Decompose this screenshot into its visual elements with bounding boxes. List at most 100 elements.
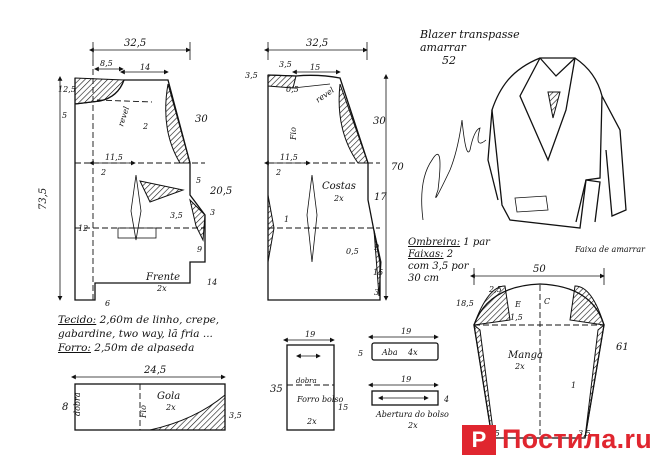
back-neck-05: 0,5: [286, 85, 299, 94]
front-mark-5: 5: [62, 111, 67, 120]
tie-caption: Faixa de amarrar: [574, 245, 646, 254]
pocket-opening-name: Abertura do bolso: [375, 410, 449, 419]
sleeve-qty: 2x: [514, 362, 525, 371]
tab-name: Aba: [381, 348, 398, 357]
ties-value: 2: [446, 249, 454, 260]
sleeve-name: Manga: [507, 350, 543, 361]
back-side-9: 9: [374, 243, 379, 252]
front-armhole-depth: 30: [195, 114, 208, 125]
collar-piece: 24,5 dobra Fio 8 3,5 Gola 2x: [62, 365, 242, 431]
ties-label: Faixas:: [408, 249, 444, 260]
front-dart-side: 3,5: [170, 211, 183, 220]
back-neck-small: 3,5: [279, 60, 292, 69]
fabric-text-2: gabardine, two way, lã fria ...: [58, 328, 213, 340]
ties-length: 30 cm: [408, 273, 439, 284]
back-armhole: 30: [373, 116, 386, 127]
back-neck: 3,5: [245, 71, 258, 80]
pocket-lining-fold: dobra: [296, 377, 317, 385]
front-shoulder: 14: [140, 63, 150, 72]
back-dart-05: 0,5: [346, 247, 359, 256]
pocket-opening-h: 4: [443, 395, 449, 404]
pocket-opening-piece: 19 4 Abertura do bolso 2x: [368, 375, 449, 430]
front-qty: 2x: [156, 284, 167, 293]
back-qty: 2x: [333, 194, 344, 203]
pocket-opening-width: 19: [401, 375, 411, 384]
front-bottom-m: 9: [197, 245, 202, 254]
pocket-lining-width: 19: [305, 330, 315, 339]
signature-mark: [421, 119, 487, 221]
back-dart-offset: 11,5: [280, 153, 298, 162]
back-dart-top: 2: [275, 168, 281, 177]
extras-notes: Ombreira: 1 par Faixas: 2 com 3,5 por 30…: [408, 237, 490, 285]
tab-height: 5: [358, 349, 363, 358]
front-bottom-14: 14: [207, 278, 217, 287]
back-shoulder: 15: [310, 63, 320, 72]
front-hem-6: 6: [105, 299, 110, 308]
lining-text: 2,50m de alpaseda: [94, 342, 195, 354]
watermark-logo: P: [461, 424, 496, 455]
back-piece: 32,5 3,5 3,5 15 0,5 revel Fio 30 70 11,5…: [245, 38, 404, 301]
pocket-opening-qty: 2x: [407, 421, 418, 430]
pocket-lining-qty: 2x: [306, 417, 317, 426]
fabric-text: 2,60m de linho, crepe,: [99, 314, 220, 326]
front-pocket-12: 12: [78, 224, 88, 233]
pattern-number: 52: [442, 54, 456, 67]
back-lapel-word: revel: [314, 85, 336, 104]
pocket-lining-piece: 19 dobra 35 15 Forro bolso 2x: [270, 330, 348, 431]
pocket-lining-h15: 15: [338, 403, 348, 412]
back-width-label: 32,5: [306, 38, 328, 49]
sleeve-width: 50: [533, 264, 546, 275]
front-name: Frente: [145, 272, 180, 283]
front-dart-top: 2: [100, 168, 106, 177]
back-side-1: 1: [284, 215, 289, 224]
front-side: 5: [196, 176, 201, 185]
front-dart-offset: 11,5: [105, 153, 123, 162]
collar-width: 24,5: [143, 365, 166, 376]
materials-notes: Tecido: 2,60m de linho, crepe, gabardine…: [58, 313, 308, 355]
ties-size: com 3,5 por: [408, 261, 469, 272]
back-side-15: 15: [373, 268, 383, 277]
pattern-subtitle: amarrar: [420, 41, 466, 54]
pattern-title: Blazer transpasse: [420, 28, 520, 41]
shoulder-label: Ombreira:: [408, 237, 461, 248]
back-fold-word: Fio: [289, 127, 298, 141]
collar-fold: Fio: [139, 405, 148, 419]
pocket-lining-name: Forro bolso: [296, 395, 344, 404]
lining-label: Forro:: [58, 342, 91, 354]
sleeve-length: 61: [616, 342, 629, 353]
tab-piece: 19 5 Aba 4x: [358, 327, 439, 361]
front-mark-2: 2: [142, 122, 148, 131]
sleeve-piece: 50 18,5 2,5 1,5 E C 61 1 3,5 3,5 Manga 2…: [456, 264, 629, 439]
sleeve-cap: 18,5: [456, 299, 474, 308]
front-neck-drop: 12,5: [58, 85, 76, 94]
back-side-3: 3: [374, 288, 379, 297]
collar-edge-word: dobra: [73, 392, 82, 416]
watermark-text: Постила.ru: [501, 424, 652, 454]
sleeve-side1: 1: [571, 381, 576, 390]
back-side-17: 17: [374, 192, 387, 203]
tab-width: 19: [401, 327, 411, 336]
front-piece: 32,5 8,5 14 revel 12,5 5 2 30 73,5 11,5 …: [38, 38, 232, 308]
front-lapel-word: revel: [116, 105, 131, 128]
back-name: Costas: [322, 181, 356, 192]
pattern-title-block: Blazer transpasse amarrar 52: [420, 28, 520, 67]
collar-name: Gola: [157, 391, 180, 402]
shoulder-value: 1 par: [463, 237, 490, 248]
back-total: 70: [391, 162, 404, 173]
sleeve-bottom35b: 3,5: [578, 429, 591, 438]
collar-tip: 3,5: [229, 411, 242, 420]
sleeve-top25: 2,5: [488, 285, 502, 294]
sleeve-center: C: [544, 297, 550, 306]
tab-qty: 4x: [407, 348, 418, 357]
collar-qty: 2x: [165, 403, 176, 412]
front-length: 73,5: [38, 188, 49, 210]
fabric-label: Tecido:: [58, 314, 97, 326]
sleeve-mid15: 1,5: [510, 313, 523, 322]
front-side-b: 3: [210, 208, 215, 217]
pocket-lining-h35: 35: [270, 384, 283, 395]
collar-height: 8: [62, 402, 68, 413]
front-hip-drop: 20,5: [209, 186, 232, 197]
watermark: P Постила.ru: [461, 424, 652, 455]
sleeve-letter: E: [514, 300, 521, 309]
